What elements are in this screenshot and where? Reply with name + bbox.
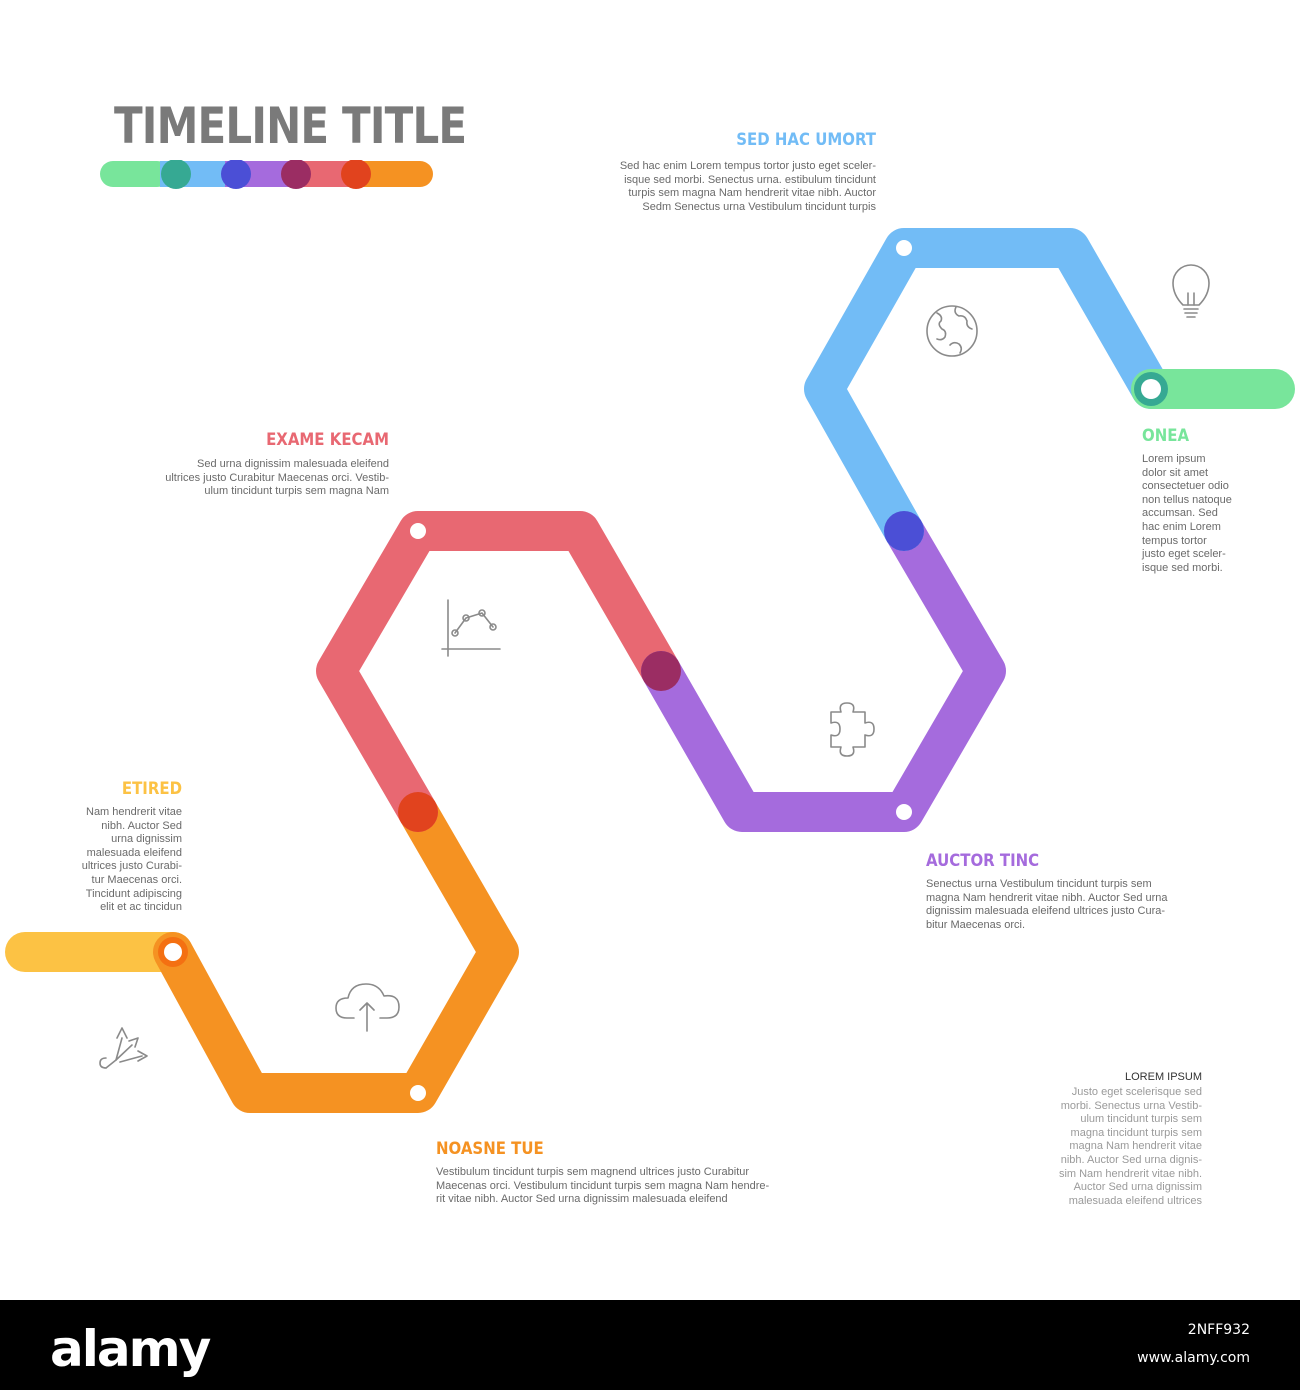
hexagon-timeline-diagram [5,228,1295,1113]
legend-maroon-dot [281,160,311,189]
junction-dot-orange-red [398,792,438,832]
legend-darkred-dot [341,160,371,189]
milestone-dot-blue [896,240,912,256]
cloud-upload-icon [335,983,400,1032]
legend-darkblue-dot [221,160,251,189]
step-heading-purple: AUCTOR TINC [926,851,1040,871]
note-text: Justo eget scelerisque sed morbi. Senect… [1058,1086,1202,1207]
milestone-dot-orange [410,1085,426,1101]
puzzle-icon [830,702,875,757]
step-text-green: Lorem ipsum dolor sit amet consectetuer … [1142,453,1232,574]
line-chart-icon [441,599,501,657]
timeline-path-red [316,511,681,832]
timeline-path-blue [804,228,1171,551]
timeline-path-purple [641,511,1006,832]
watermark-bar: alamy 2NFF932 www.alamy.com [0,1300,1300,1390]
milestone-dot-purple [896,804,912,820]
milestone-dot-red [410,523,426,539]
step-text-yellow: Nam hendrerit vitae nibh. Auctor Sed urn… [81,806,182,914]
step-text-purple: Senectus urna Vestibulum tincidunt turpi… [926,878,1168,931]
lightbulb-icon [1172,264,1210,318]
note-heading: LOREM IPSUM [1124,1071,1202,1083]
image-id: 2NFF932 [1187,1322,1250,1338]
step-heading-green: ONEA [1142,426,1190,446]
site-url: www.alamy.com [1137,1350,1250,1366]
timeline-path-orange [153,792,519,1113]
step-text-blue: Sed hac enim Lorem tempus tortor justo e… [619,160,876,213]
junction-dot-red-purple [641,651,681,691]
junction-dot-purple-blue [884,511,924,551]
legend-teal-dot [161,160,191,189]
step-heading-blue: SED HAC UMORT [736,130,876,150]
step-text-red: Sed urna dignissim malesuada eleifend ul… [165,458,389,498]
brand-logo: alamy [50,1320,211,1378]
step-heading-yellow: ETIRED [121,779,182,799]
step-heading-red: EXAME KECAM [266,430,389,450]
globe-icon [926,305,978,357]
arrows-split-icon [99,1027,148,1069]
legend-green-segment [100,161,170,187]
step-text-orange: Vestibulum tincidunt turpis sem magnend … [436,1166,770,1206]
color-legend-bar [100,160,433,189]
step-heading-orange: NOASNE TUE [436,1139,544,1159]
